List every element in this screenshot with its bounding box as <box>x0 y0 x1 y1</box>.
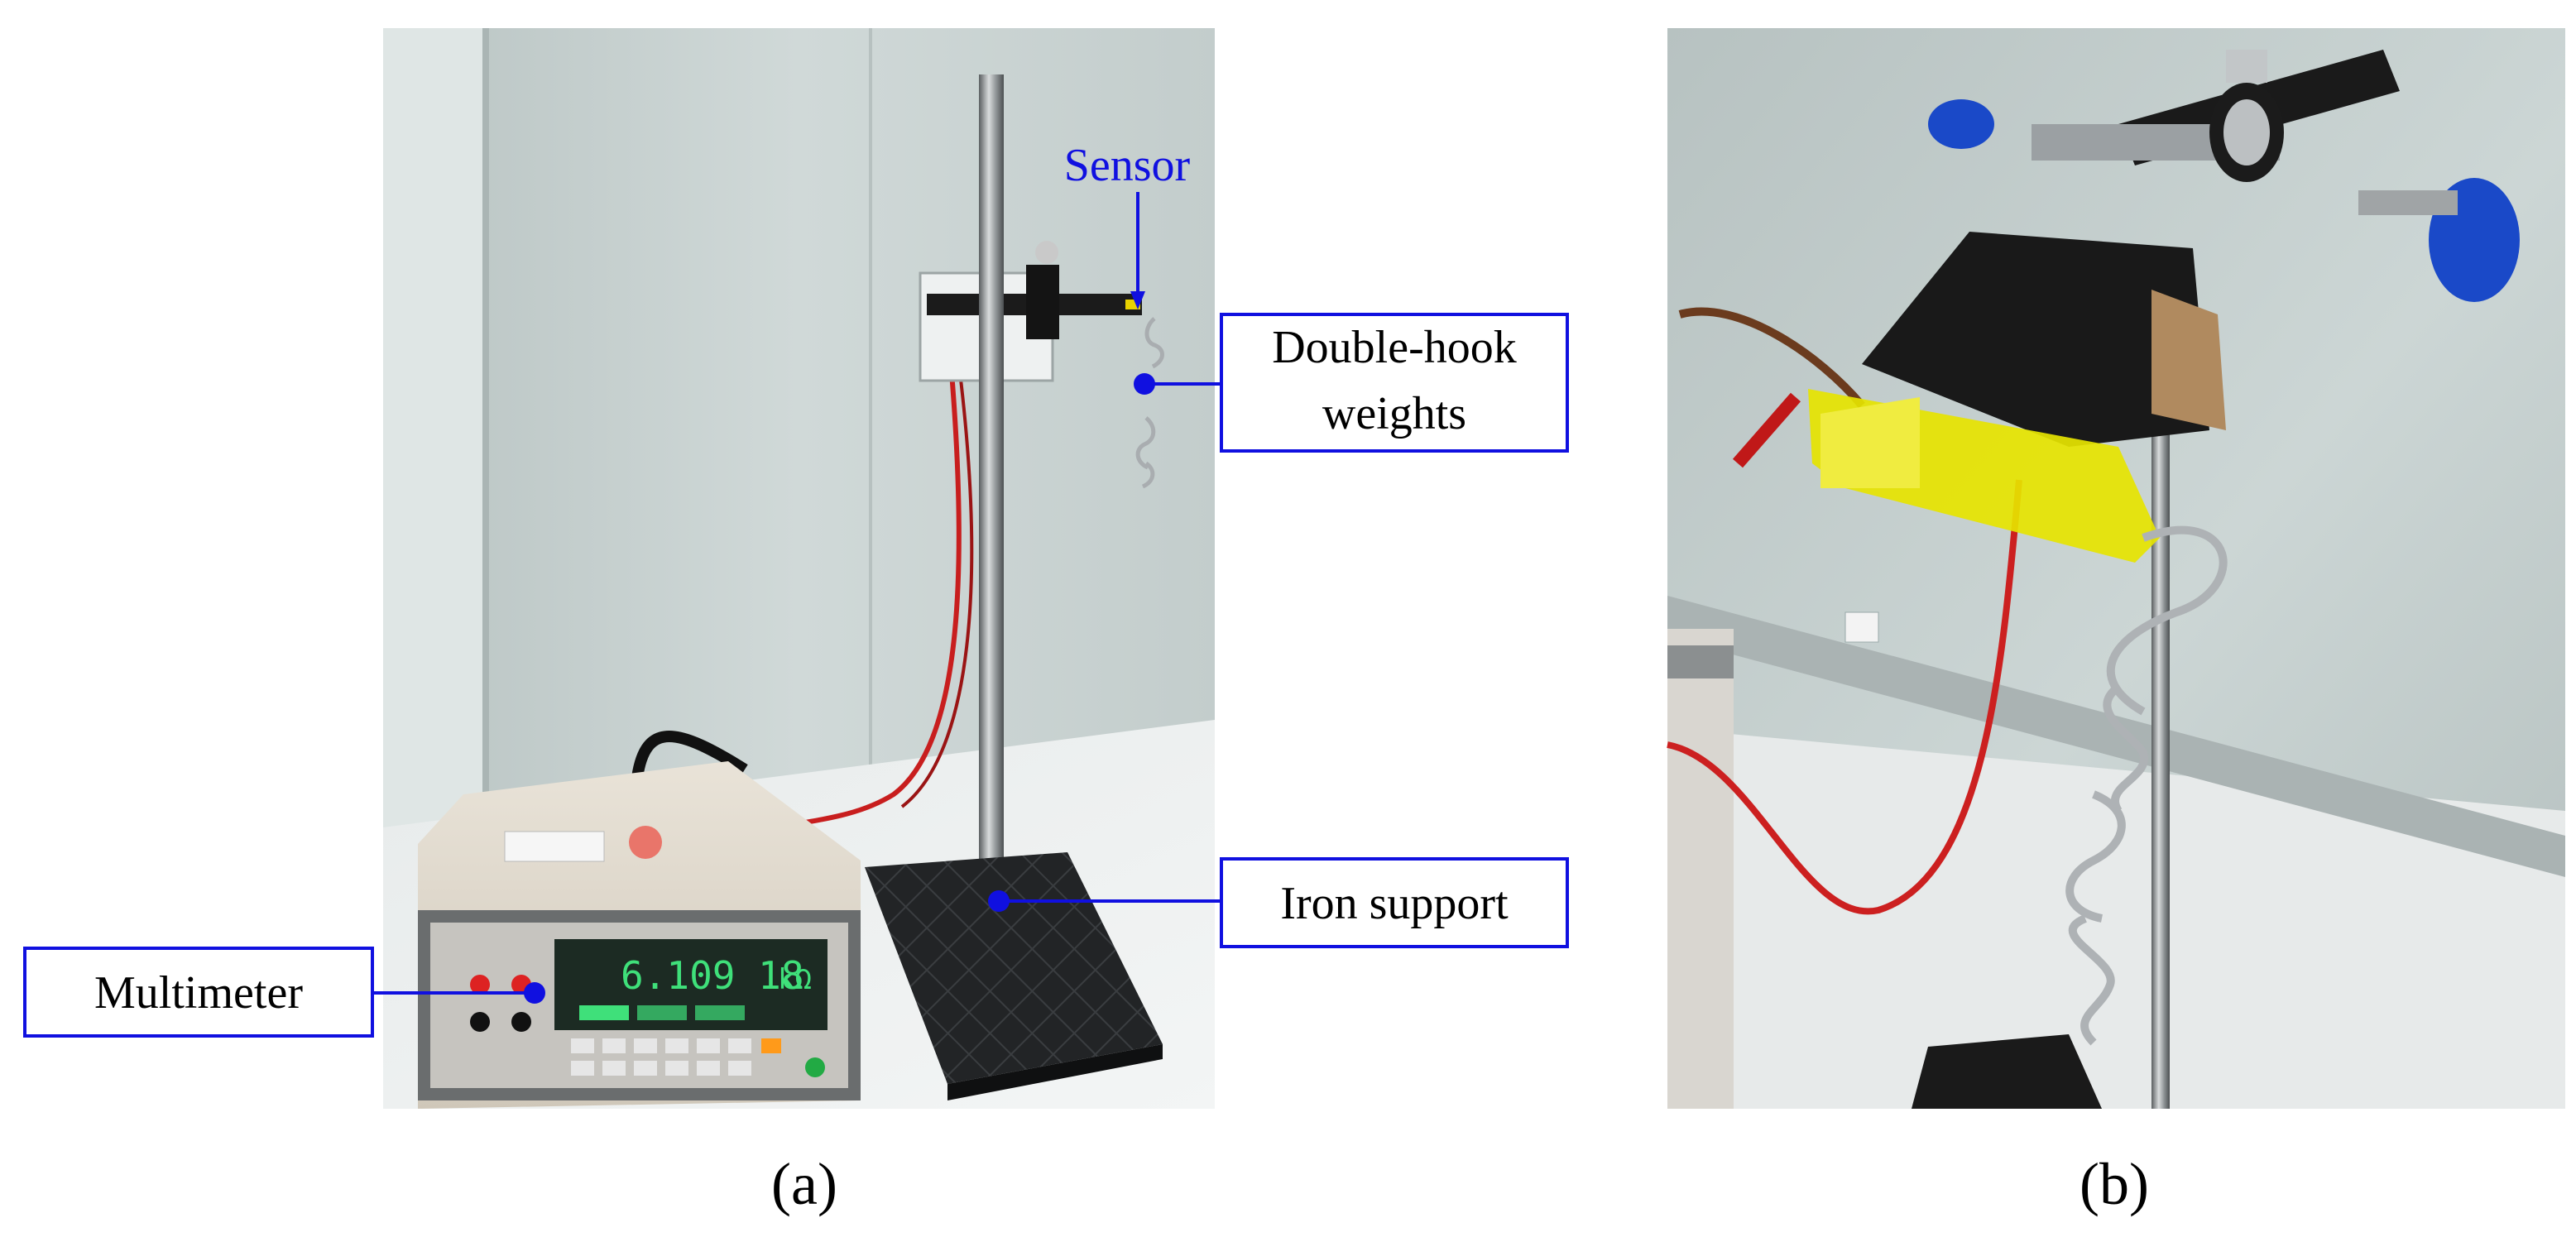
panel-a-caption: (a) <box>771 1151 837 1217</box>
panel-b-photo <box>1667 28 2565 1109</box>
panel-a-photo <box>383 28 1215 1109</box>
multimeter-unit: kΩ <box>778 963 812 996</box>
multimeter-reading: 6.109 18 <box>621 953 804 998</box>
sensor-label: Sensor <box>1064 140 1191 191</box>
blue-knob-left <box>1928 99 1994 149</box>
annotation-double-hook-weights: Double-hook weights <box>1134 313 1569 453</box>
panel-b-caption: (b) <box>2080 1151 2149 1217</box>
multimeter-label: Multimeter <box>94 967 303 1019</box>
annotation-multimeter: Multimeter <box>23 947 545 1038</box>
double-hook-label-line1: Double-hook <box>1272 322 1517 373</box>
annotation-sensor: Sensor <box>1064 140 1191 309</box>
iron-support-label: Iron support <box>1280 878 1509 929</box>
annotation-iron-support: Iron support <box>988 857 1569 948</box>
arrow-head-icon <box>1130 291 1145 309</box>
double-hook-label-line2: weights <box>1322 388 1466 439</box>
